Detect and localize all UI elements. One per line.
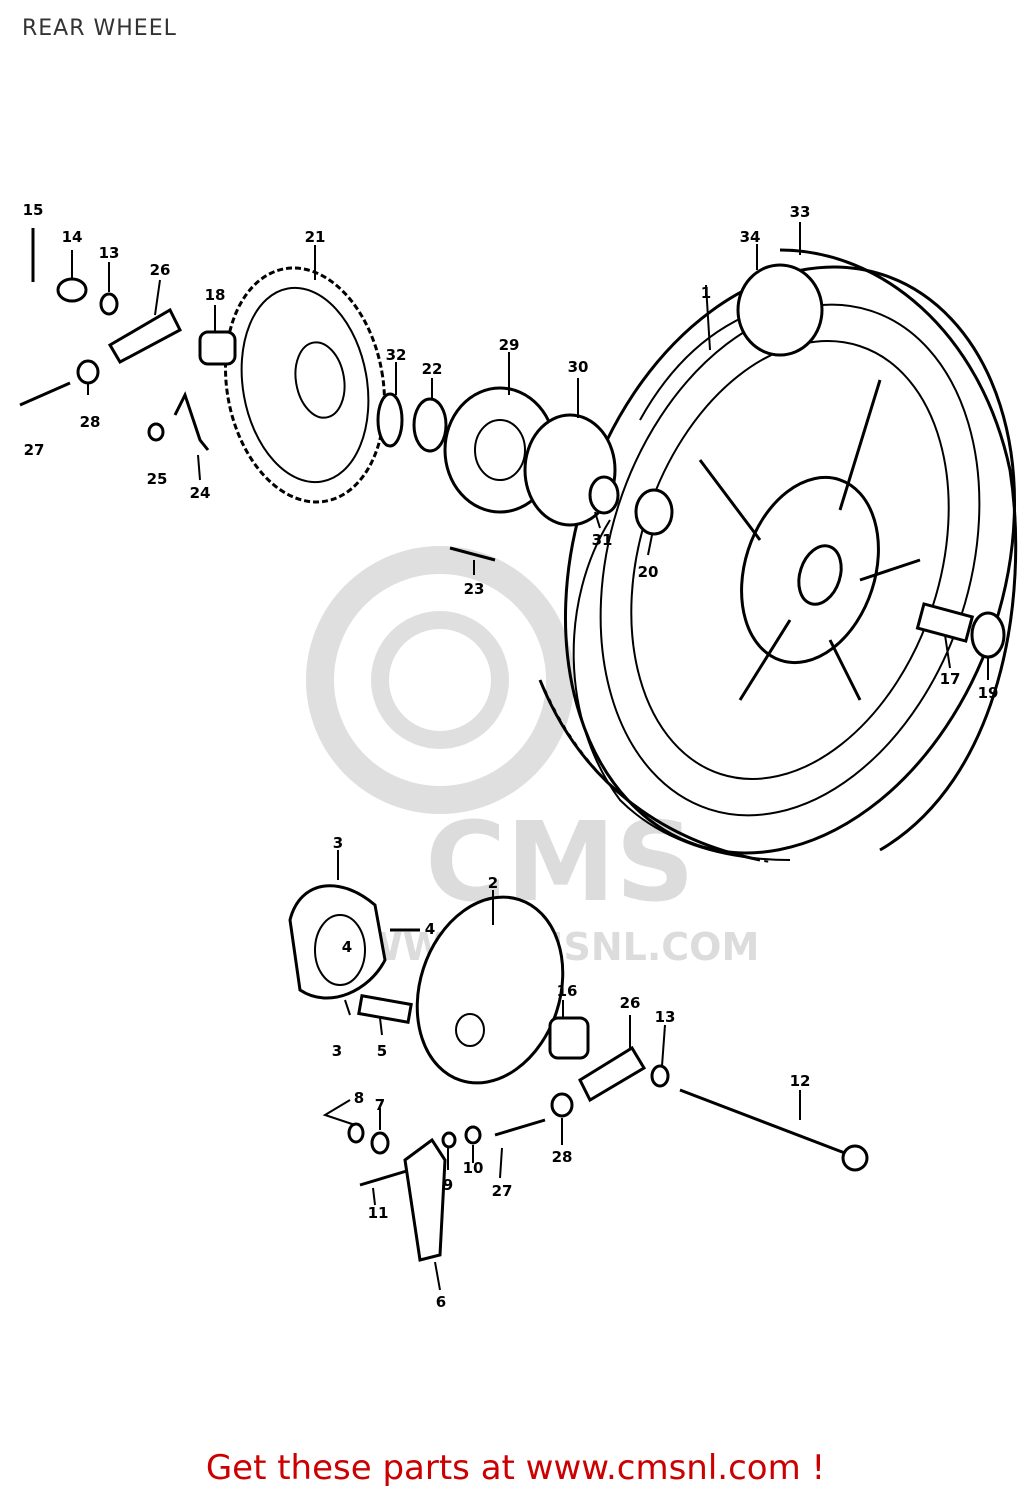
watermark-mascot xyxy=(306,546,574,814)
bolt-27 xyxy=(19,381,71,407)
tyre-tread xyxy=(538,248,1018,863)
callout-4-left: 4 xyxy=(342,938,352,956)
callout-5: 5 xyxy=(377,1042,387,1060)
callout-27-lower: 27 xyxy=(492,1182,513,1200)
leader-lines xyxy=(71,222,989,1291)
callout-12: 12 xyxy=(790,1072,811,1090)
callout-1: 1 xyxy=(701,284,711,302)
callout-30: 30 xyxy=(568,358,589,376)
callout-13: 13 xyxy=(99,244,120,262)
nut-14 xyxy=(56,277,88,303)
callout-34: 34 xyxy=(740,228,761,246)
axle-12 xyxy=(679,1088,851,1157)
callout-31: 31 xyxy=(592,531,613,549)
get-parts-link[interactable]: Get these parts at www.cmsnl.com ! xyxy=(205,1448,826,1488)
watermark: CMS WWW.CMSNL.COM xyxy=(306,546,759,969)
callout-29: 29 xyxy=(499,336,520,354)
bearing-22 xyxy=(412,397,448,453)
nut-28 xyxy=(76,359,100,385)
callout-3-bottom: 3 xyxy=(332,1042,342,1060)
plate-24 xyxy=(173,391,210,451)
callout-26: 26 xyxy=(150,261,171,279)
bolt-11 xyxy=(359,1168,411,1187)
cam-5 xyxy=(357,994,413,1024)
chain-adjuster-26-lower xyxy=(578,1045,647,1103)
watermark-brand: CMS xyxy=(425,798,694,926)
washer-9 xyxy=(441,1131,457,1149)
washer-13 xyxy=(99,292,119,316)
callout-8: 8 xyxy=(354,1089,364,1107)
spacer-16 xyxy=(548,1016,590,1060)
callout-4-right: 4 xyxy=(425,920,435,938)
callout-18: 18 xyxy=(205,286,226,304)
callout-14: 14 xyxy=(62,228,83,246)
callout-15: 15 xyxy=(23,201,44,219)
brake-panel-2 xyxy=(415,895,565,1085)
callout-28-lower: 28 xyxy=(552,1148,573,1166)
callout-27: 27 xyxy=(24,441,45,459)
callout-32: 32 xyxy=(386,346,407,364)
callout-7: 7 xyxy=(375,1096,385,1114)
washer-8 xyxy=(347,1122,365,1144)
rear-sprocket-21 xyxy=(223,266,387,504)
callout-10: 10 xyxy=(463,1159,484,1177)
callout-11: 11 xyxy=(368,1204,389,1222)
oil-seal-32 xyxy=(376,392,404,448)
nut-10 xyxy=(464,1125,482,1145)
callout-21: 21 xyxy=(305,228,326,246)
callout-2: 2 xyxy=(488,874,498,892)
callout-33: 33 xyxy=(790,203,811,221)
bearing-20 xyxy=(634,488,674,536)
callout-9: 9 xyxy=(443,1176,453,1194)
diagram-title: REAR WHEEL xyxy=(22,16,177,41)
callouts: 15 14 13 26 18 21 32 22 29 30 34 33 1 27… xyxy=(23,201,999,1311)
callout-25: 25 xyxy=(147,470,168,488)
washer-7 xyxy=(370,1131,390,1155)
callout-22: 22 xyxy=(422,360,443,378)
callout-6: 6 xyxy=(436,1293,446,1311)
washer-13-lower xyxy=(650,1064,670,1088)
callout-16: 16 xyxy=(557,982,578,1000)
callout-17: 17 xyxy=(940,670,961,688)
callout-23: 23 xyxy=(464,580,485,598)
brake-arm-6 xyxy=(403,1137,447,1262)
callout-26-lower: 26 xyxy=(620,994,641,1012)
chain-adjuster-26 xyxy=(107,307,182,365)
rim-band-34 xyxy=(736,263,824,357)
damper-30 xyxy=(523,413,620,527)
spacer-19 xyxy=(970,611,1006,659)
nut-28-lower xyxy=(550,1092,574,1118)
callout-19: 19 xyxy=(978,684,999,702)
callout-3-top: 3 xyxy=(333,834,343,852)
callout-13-lower: 13 xyxy=(655,1008,676,1026)
callout-24: 24 xyxy=(190,484,211,502)
axle-spacer-17 xyxy=(915,602,975,643)
spacer-18 xyxy=(198,330,237,366)
nut-25 xyxy=(147,422,165,442)
callout-28: 28 xyxy=(80,413,101,431)
brake-shoes-3 xyxy=(288,884,387,1000)
bolt-27-lower xyxy=(494,1118,546,1137)
bolt-23 xyxy=(449,546,496,562)
callout-20: 20 xyxy=(638,563,659,581)
axle-head-12 xyxy=(841,1144,869,1172)
